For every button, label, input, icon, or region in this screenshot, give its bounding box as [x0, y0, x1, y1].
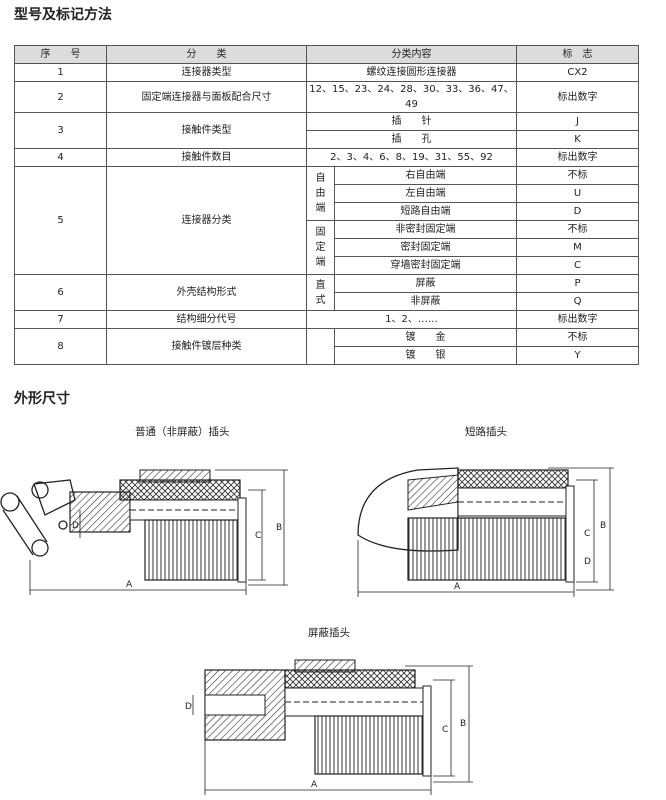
row-content: 非屏蔽	[334, 292, 517, 311]
dim-c-label: C	[442, 725, 448, 735]
dim-b-label: B	[600, 521, 606, 531]
table-row: 密封固定端 M	[15, 238, 639, 257]
row-mark: 不标	[516, 328, 639, 347]
row-category: 结构细分代号	[106, 310, 307, 329]
row-category: 接触件镀层种类	[106, 328, 307, 365]
row-content: 短路自由端	[334, 202, 517, 221]
dim-a-label: A	[311, 780, 318, 790]
row-no: 8	[14, 328, 107, 365]
row-mark: D	[516, 202, 639, 221]
header-content: 分类内容	[306, 45, 517, 64]
dim-b-label: B	[460, 719, 466, 729]
row-content: 镀 银	[334, 346, 517, 365]
row-mark: C	[516, 256, 639, 275]
row-mark: Y	[516, 346, 639, 365]
section-title-dimensions: 外形尺寸	[14, 391, 70, 407]
row-mark: M	[516, 238, 639, 257]
row-content: 螺纹连接圆形连接器	[306, 63, 517, 82]
row-no: 7	[14, 310, 107, 329]
row-content: 12、15、23、24、28、30、33、36、47、49	[306, 81, 517, 113]
row-category: 外壳结构形式	[106, 274, 307, 311]
short-plug-caption: 短路插头	[465, 426, 507, 438]
row-category: 接触件数目	[106, 148, 307, 167]
table-header-row: 序 号 分 类 分类内容 标 志	[14, 45, 639, 64]
normal-plug-caption: 普通（非屏蔽）插头	[135, 426, 230, 438]
row-category: 连接器类型	[106, 63, 307, 82]
table-row: 5 连接器分类 自由端 右自由端 不标	[14, 166, 639, 275]
row-mark: U	[516, 184, 639, 203]
row-category: 接触件类型	[106, 112, 307, 149]
group-empty	[306, 328, 335, 365]
header-no: 序 号	[14, 45, 107, 64]
dim-a-label: A	[454, 582, 461, 592]
row-category: 固定端连接器与面板配合尺寸	[106, 81, 307, 113]
row-no: 1	[14, 63, 107, 82]
shield-plug-drawing: A C B D	[185, 659, 473, 795]
table-row: 镀 银 Y	[15, 346, 639, 365]
dim-c-label: C	[255, 531, 261, 541]
row-content: 2、3、4、6、8、19、31、55、92	[306, 148, 517, 167]
row-no: 3	[14, 112, 107, 149]
table-row: 1 连接器类型 螺纹连接圆形连接器 CX2	[14, 63, 639, 82]
dim-a-label: A	[126, 580, 133, 590]
row-mark: J	[516, 112, 639, 131]
row-no: 5	[14, 166, 107, 275]
dim-d-label: D	[185, 702, 192, 712]
row-content: 镀 金	[334, 328, 517, 347]
table-row: 穿墙密封固定端 C	[15, 256, 639, 275]
table-row: 2 固定端连接器与面板配合尺寸 12、15、23、24、28、30、33、36、…	[14, 81, 639, 113]
table-row: 7 结构细分代号 1、2、…… 标出数字	[14, 310, 639, 329]
dim-b-label: B	[276, 523, 282, 533]
group-fixed-end: 固定端	[306, 220, 335, 275]
dim-c-label: C	[584, 529, 590, 539]
row-mark: P	[516, 274, 639, 293]
row-mark: 标出数字	[516, 148, 639, 167]
table-row: 4 接触件数目 2、3、4、6、8、19、31、55、92 标出数字	[14, 148, 639, 167]
row-mark: CX2	[516, 63, 639, 82]
row-content: 插 针	[306, 112, 517, 131]
row-mark: Q	[516, 292, 639, 311]
model-marking-table: 序 号 分 类 分类内容 标 志 1 连接器类型 螺纹连接圆形连接器 CX2 2…	[14, 45, 639, 365]
row-content: 非密封固定端	[334, 220, 517, 239]
dim-d-label: D	[72, 521, 79, 531]
row-mark: 标出数字	[516, 310, 639, 329]
row-mark: 不标	[516, 220, 639, 239]
header-mark: 标 志	[516, 45, 639, 64]
row-no: 4	[14, 148, 107, 167]
table-row: 8 接触件镀层种类 镀 金 不标	[14, 328, 639, 365]
row-content: 插 孔	[306, 130, 517, 149]
table-row: 6 外壳结构形式 直式 屏蔽 P	[14, 274, 639, 311]
header-category: 分 类	[106, 45, 307, 64]
row-content: 穿墙密封固定端	[334, 256, 517, 275]
row-mark: 不标	[516, 166, 639, 185]
row-category: 连接器分类	[106, 166, 307, 275]
row-content: 密封固定端	[334, 238, 517, 257]
row-content: 1、2、……	[306, 310, 517, 329]
row-content: 屏蔽	[334, 274, 517, 293]
row-content: 左自由端	[334, 184, 517, 203]
dim-d-label: D	[584, 557, 591, 567]
table-row: 左自由端 U	[15, 184, 639, 203]
row-no: 6	[14, 274, 107, 311]
section-title-model-marking: 型号及标记方法	[14, 7, 112, 23]
group-straight: 直式	[306, 274, 335, 311]
row-mark: 标出数字	[516, 81, 639, 113]
table-row: 插 孔 K	[15, 130, 639, 149]
shield-plug-caption: 屏蔽插头	[308, 627, 350, 639]
row-no: 2	[14, 81, 107, 113]
row-content: 右自由端	[334, 166, 517, 185]
group-free-end: 自由端	[306, 166, 335, 221]
normal-plug-drawing: A C B D	[0, 469, 288, 595]
short-plug-drawing: A C B D	[357, 467, 614, 597]
table-row: 3 接触件类型 插 针 J	[14, 112, 639, 149]
row-mark: K	[516, 130, 639, 149]
